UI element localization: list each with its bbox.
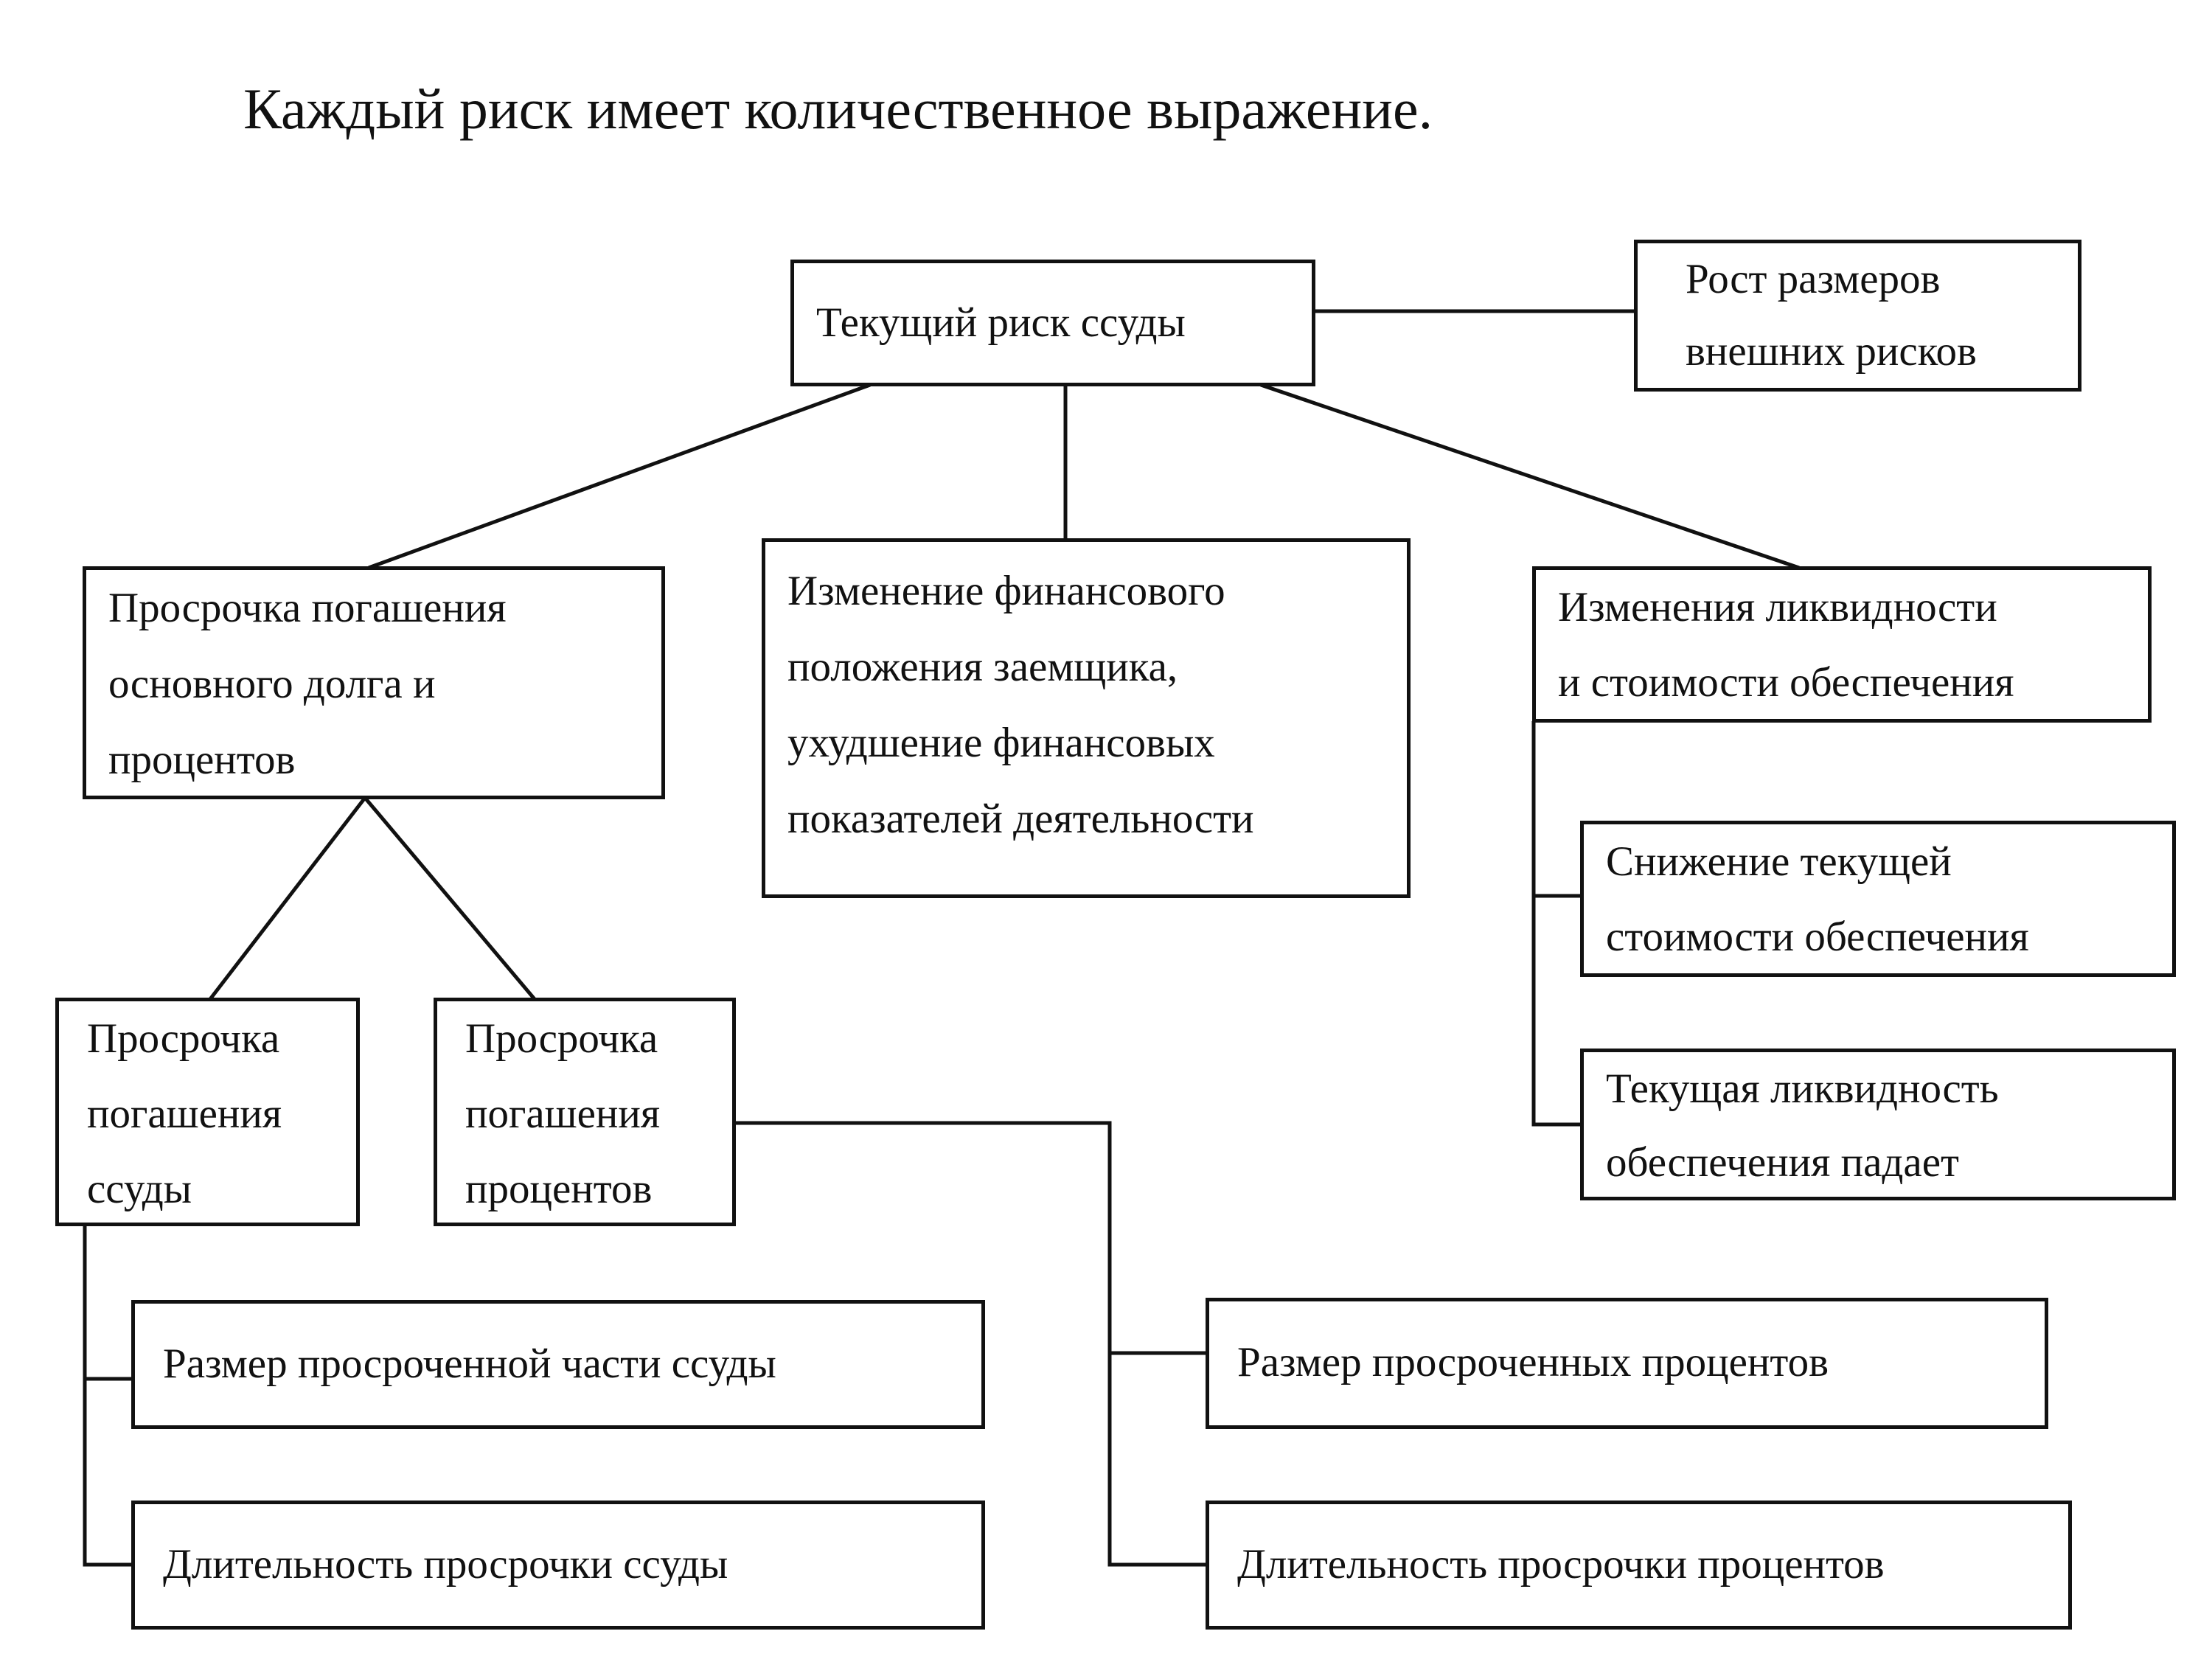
node-label: показателей деятельности <box>787 796 1254 842</box>
node-label: Размер просроченных процентов <box>1237 1339 1829 1385</box>
connector-principal-to-loan <box>209 796 366 1001</box>
node-label: погашения <box>465 1091 661 1137</box>
node-overdue-loan-duration: Длительность просрочки ссуды <box>131 1501 985 1630</box>
connector-principal-to-interest <box>364 796 536 1001</box>
node-label: Текущая ликвидность <box>1606 1065 1999 1112</box>
node-label: Просрочка погашения <box>108 585 507 631</box>
node-collateral-value-decline: Снижение текущей стоимости обеспечения <box>1580 821 2176 977</box>
page-heading: Каждый риск имеет количественное выражен… <box>243 77 1433 141</box>
node-label: стоимости обеспечения <box>1606 914 2029 960</box>
node-label: ссуды <box>87 1166 192 1212</box>
node-label: положения заемщика, <box>787 644 1178 690</box>
node-label: внешних рисков <box>1686 328 1977 375</box>
node-label: Текущий риск ссуды <box>816 299 1186 346</box>
node-principal-interest-overdue: Просрочка погашения основного долга и пр… <box>83 566 665 799</box>
connector-current-to-liquidity <box>1260 383 1800 570</box>
node-label: Рост размеров <box>1686 256 1941 302</box>
node-overdue-loan-size: Размер просроченной части ссуды <box>131 1300 985 1429</box>
connector-loan-bracket <box>83 1224 133 1567</box>
connector-liquidity-bracket <box>1531 721 1582 1127</box>
node-label: ухудшение финансовых <box>787 720 1215 766</box>
node-label: процентов <box>108 737 296 783</box>
node-overdue-interest-duration: Длительность просрочки процентов <box>1206 1501 2072 1630</box>
node-label: и стоимости обеспечения <box>1558 659 2014 706</box>
node-label: Размер просроченной части ссуды <box>163 1341 776 1387</box>
node-label: Просрочка <box>87 1015 280 1062</box>
node-overdue-interest-size: Размер просроченных процентов <box>1206 1298 2048 1429</box>
node-label: процентов <box>465 1166 653 1212</box>
connector-interest-bracket <box>734 1121 1207 1567</box>
node-label: Просрочка <box>465 1015 658 1062</box>
node-label: Изменения ликвидности <box>1558 584 1997 630</box>
node-label: погашения <box>87 1091 282 1137</box>
node-label: основного долга и <box>108 661 436 707</box>
node-liquidity-collateral-change: Изменения ликвидности и стоимости обеспе… <box>1532 566 2152 723</box>
node-label: Длительность просрочки ссуды <box>163 1541 728 1588</box>
node-label: обеспечения падает <box>1606 1139 1959 1186</box>
node-label: Снижение текущей <box>1606 838 1952 885</box>
node-current-loan-risk: Текущий риск ссуды <box>790 260 1315 386</box>
node-external-risks-growth: Рост размеров внешних рисков <box>1634 240 2081 392</box>
node-loan-overdue: Просрочка погашения ссуды <box>55 998 360 1226</box>
node-financial-position-change: Изменение финансового положения заемщика… <box>762 538 1411 898</box>
node-collateral-liquidity-falls: Текущая ликвидность обеспечения падает <box>1580 1049 2176 1200</box>
connector-current-to-principal <box>368 383 871 570</box>
node-label: Изменение финансового <box>787 568 1225 614</box>
node-interest-overdue: Просрочка погашения процентов <box>434 998 736 1226</box>
node-label: Длительность просрочки процентов <box>1237 1541 1885 1588</box>
